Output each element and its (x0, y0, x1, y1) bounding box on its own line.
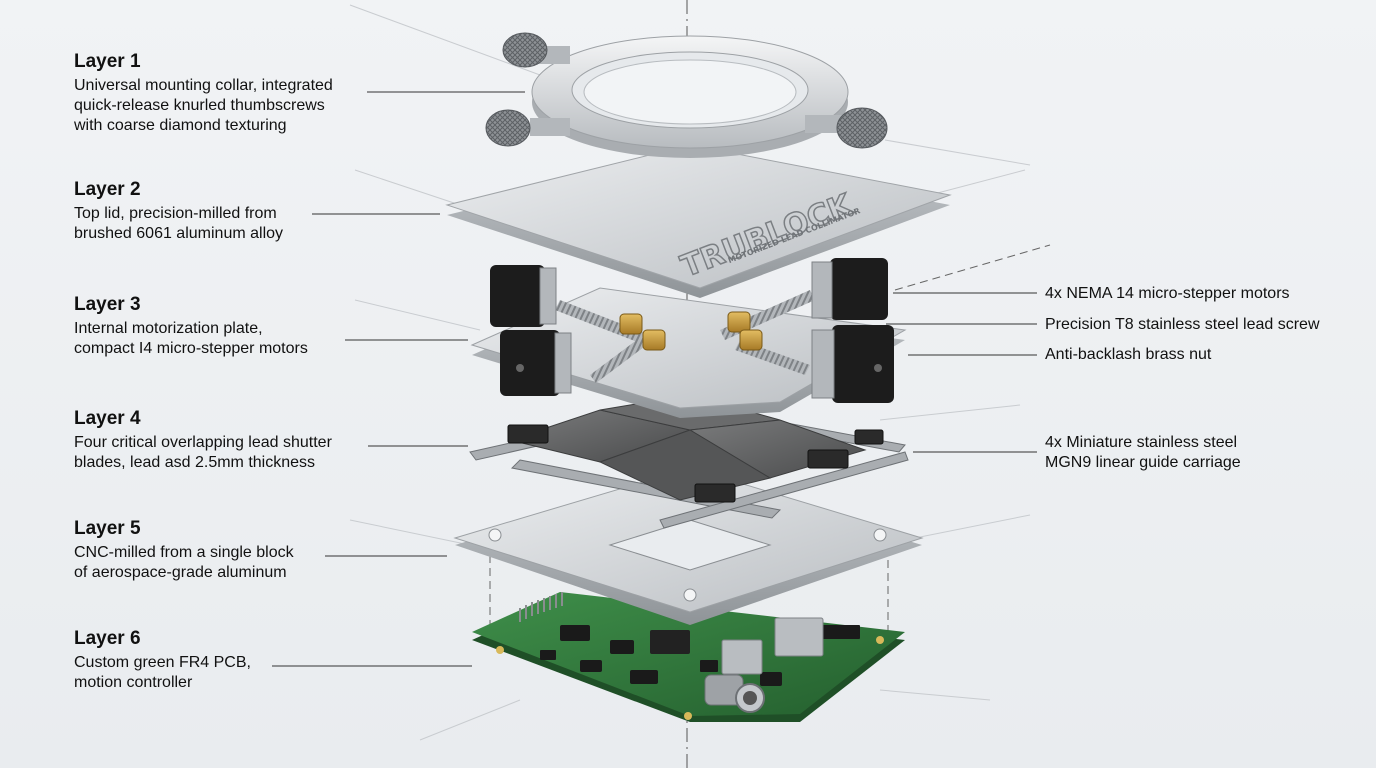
layer-6-label: Layer 6 Custom green FR4 PCB, motion con… (74, 628, 374, 693)
pcb-heatsinks (721, 617, 824, 675)
layer-4-title: Layer 4 (74, 408, 141, 429)
layer-4-label: Layer 4 Four critical overlapping lead s… (74, 408, 374, 473)
layer-1-description: Universal mounting collar, integrated qu… (74, 77, 333, 134)
layer-6-pcb (472, 592, 905, 722)
layer-1-label: Layer 1 Universal mounting collar, integ… (74, 51, 374, 136)
callout-guide-carriage: 4x Miniature stainless steel MGN9 linear… (1045, 434, 1241, 471)
pcb-connector (704, 674, 765, 713)
stepper-motors (490, 258, 894, 403)
pcb-header-pins (519, 592, 563, 622)
layer-1-collar (485, 32, 888, 158)
pcb-components (540, 625, 860, 686)
layer-5-description: CNC-milled from a single block of aerosp… (74, 544, 294, 581)
layer-5-title: Layer 5 (74, 518, 141, 539)
layer-1-title: Layer 1 (74, 51, 141, 72)
layer-2-title: Layer 2 (74, 179, 141, 200)
layer-5-label: Layer 5 CNC-milled from a single block o… (74, 518, 374, 583)
layer-4-shutter (469, 394, 909, 529)
layer-2-description: Top lid, precision-milled from brushed 6… (74, 205, 284, 242)
layer-5-frame (453, 467, 924, 625)
callout-stepper-motors: 4x NEMA 14 micro-stepper motors (1045, 285, 1290, 302)
layer-2-lid: TRUBLOCK MOTORIZED LEAD COLLIMATOR (445, 144, 952, 298)
layer-4-description: Four critical overlapping lead shutter b… (74, 434, 332, 471)
construction-lines (349, 4, 1031, 741)
layer-6-title: Layer 6 (74, 628, 141, 649)
brass-nuts (619, 311, 763, 351)
callout-brass-nut: Anti-backlash brass nut (1045, 346, 1212, 363)
knurled-thumbscrews (485, 32, 888, 149)
layer-2-label: Layer 2 Top lid, precision-milled from b… (74, 179, 374, 244)
layer-3-description: Internal motorization plate, compact I4 … (74, 320, 308, 357)
guide-carriages (507, 424, 884, 503)
layer-3-motor-plate (470, 258, 907, 418)
layer-6-description: Custom green FR4 PCB, motion controller (74, 654, 251, 691)
layer-3-label: Layer 3 Internal motorization plate, com… (74, 294, 374, 359)
leader-lines (272, 91, 1037, 667)
callout-lead-screw: Precision T8 stainless steel lead screw (1045, 316, 1320, 333)
layer-3-title: Layer 3 (74, 294, 141, 315)
